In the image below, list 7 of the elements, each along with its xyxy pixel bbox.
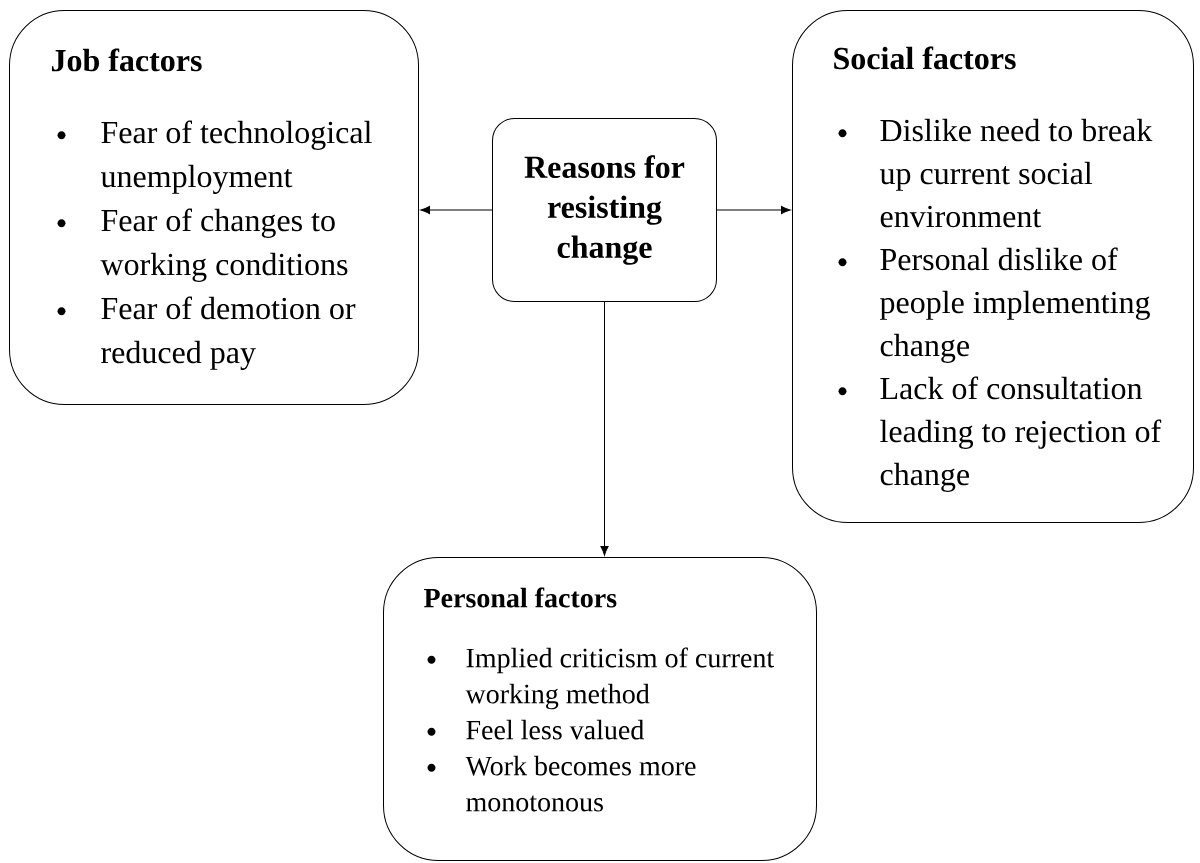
center-box: Reasons for resisting change bbox=[492, 118, 717, 302]
factor-box: Social factors Dislike need to break up current social environment Personal dislike of people implementing change Lack of consultation leading to rejection of change bbox=[792, 10, 1194, 523]
factor-box: Personal factors Implied criticism of current working method Feel less valued Work becomes more monotonous bbox=[383, 557, 817, 861]
arrow bbox=[600, 301, 609, 556]
factor-box: Job factors Fear of technological unemployment Fear of changes to working conditions Fear of demotion or reduced pay bbox=[9, 10, 419, 405]
arrow bbox=[716, 205, 791, 215]
arrow bbox=[420, 205, 493, 215]
